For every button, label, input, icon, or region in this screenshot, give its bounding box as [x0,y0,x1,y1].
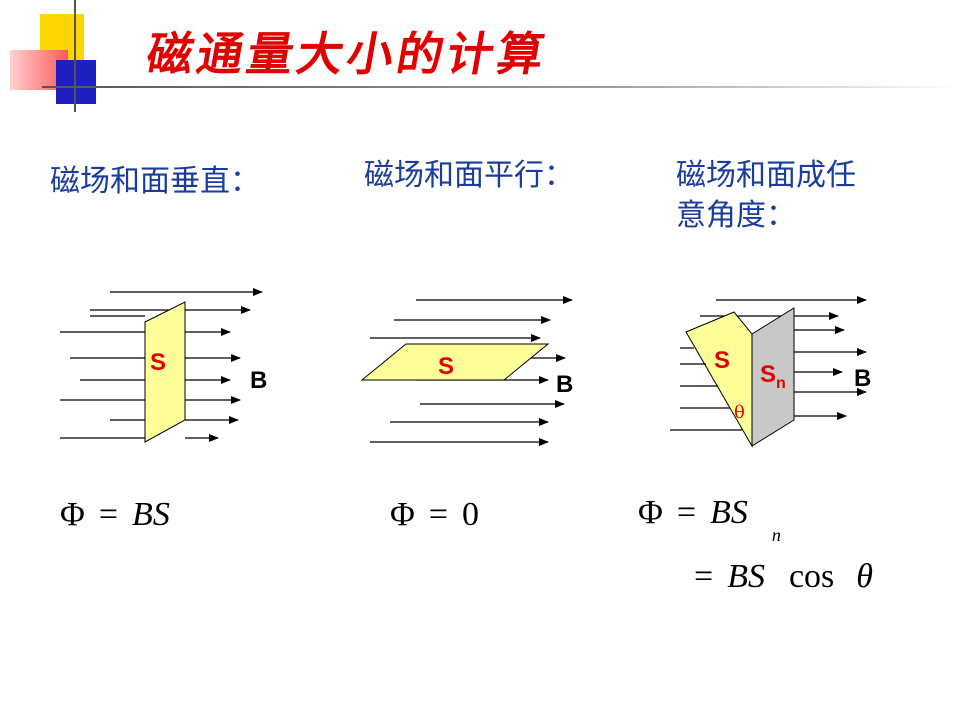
formula-equals: = [98,496,119,533]
heading-perpendicular: 磁场和面垂直： [50,164,260,199]
surface-label-s: S [150,349,166,376]
formula-rhs: BS [132,496,170,533]
field-lines-back [700,296,867,320]
normal-surface-label-s: S [760,361,776,388]
formula-bs: BS [727,558,765,595]
normal-surface-label: Sn [760,361,786,392]
surface-parallel [360,343,550,381]
heading-arbitrary-line1: 磁场和面成任 [676,158,856,193]
heading-arbitrary-angle: 磁场和面成任 意角度： [676,156,856,236]
formula-equals: = [428,496,449,533]
heading-parallel: 磁场和面平行： [364,158,574,193]
formula-parallel: Φ = 0 [390,496,479,534]
surface-label-s: S [714,347,730,374]
formula-cos: cos [788,558,835,595]
formula-flux-symbol: Φ [60,496,85,533]
figure-perpendicular: S B [60,288,267,443]
surface-tilted [685,311,753,448]
corner-decoration [0,0,960,115]
surface-label-s: S [438,353,454,380]
formula-perpendicular: Φ = BS [60,496,170,534]
formula-equals: = [676,494,697,531]
field-label-b: B [250,367,267,394]
formula-equals: = [694,558,714,595]
angle-label-theta: θ [734,402,745,423]
formula-theta: θ [856,558,873,595]
deco-horizontal-line [42,86,960,88]
figure-parallel: S B [360,296,573,446]
normal-surface-label-sub: n [776,375,786,392]
formula-rhs: BS [710,494,748,531]
field-lines-front [60,315,241,442]
field-label-b: B [556,371,573,398]
deco-blue-square [56,60,96,104]
slide-title: 磁通量大小的计算 [142,27,553,81]
field-lines-front [670,326,867,431]
field-label-b: B [854,365,871,392]
formula-rhs: 0 [462,496,480,533]
figure-arbitrary-angle: S Sn θ B [670,296,871,448]
deco-vertical-line [74,0,76,112]
formula-flux-symbol: Φ [390,496,415,533]
formula-rhs-subscript: n [771,525,781,545]
formula-flux-symbol: Φ [638,494,663,531]
heading-arbitrary-line2: 意角度： [676,198,796,233]
formula-arbitrary-line1: Φ = BS n [638,494,781,546]
